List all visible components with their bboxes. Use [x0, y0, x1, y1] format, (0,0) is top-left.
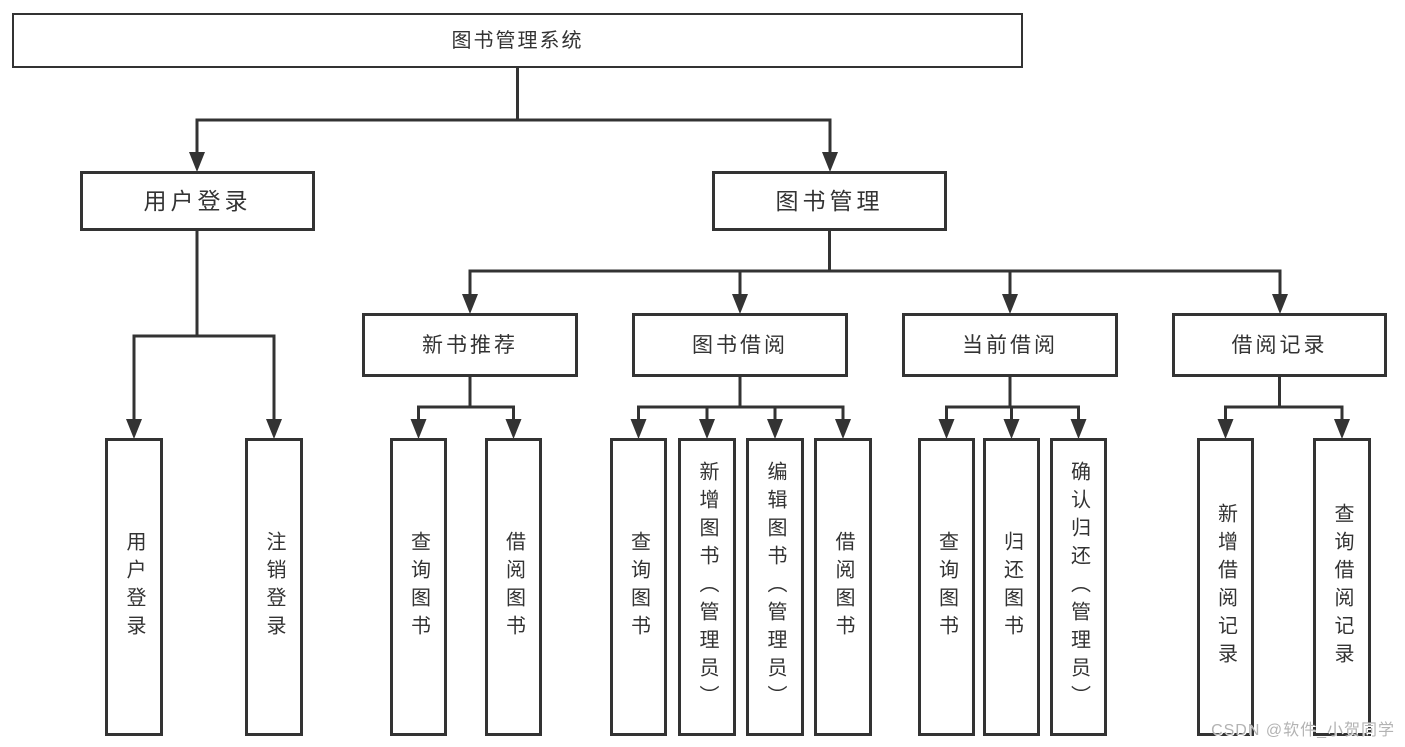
- arrowhead-icon: [505, 419, 522, 439]
- node-book-borrow-label: 图书借阅: [692, 333, 788, 357]
- leaf-current-return-book: 归还图书: [983, 438, 1040, 736]
- leaf-records-add-record-label: 新增借阅记录: [1214, 503, 1237, 671]
- leaf-borrow-borrow-book-label: 借阅图书: [832, 531, 854, 643]
- leaf-borrow-borrow-book: 借阅图书: [814, 438, 872, 736]
- arrowhead-icon: [1002, 294, 1018, 314]
- arrowhead-icon: [822, 152, 838, 172]
- node-new-book-recommend-label: 新书推荐: [422, 333, 518, 357]
- leaf-borrow-add-book-admin-label: 新增图书（管理员）: [696, 461, 718, 713]
- leaf-current-confirm-return-admin: 确认归还（管理员）: [1050, 438, 1107, 736]
- arrowhead-icon: [189, 152, 205, 172]
- node-current-borrow: 当前借阅: [902, 313, 1118, 377]
- arrowhead-icon: [699, 419, 715, 439]
- arrowhead-icon: [410, 419, 427, 439]
- leaf-borrow-query-book-label: 查询图书: [627, 531, 650, 643]
- leaf-newbook-borrow-book: 借阅图书: [485, 438, 542, 736]
- arrowhead-icon: [1217, 419, 1234, 439]
- leaf-records-query-record: 查询借阅记录: [1313, 438, 1371, 736]
- node-book-management-label: 图书管理: [775, 187, 884, 214]
- arrowhead-icon: [1334, 419, 1350, 439]
- arrowhead-icon: [835, 419, 851, 439]
- leaf-current-confirm-return-admin-label: 确认归还（管理员）: [1067, 461, 1090, 713]
- leaf-borrow-edit-book-admin: 编辑图书（管理员）: [746, 438, 804, 736]
- node-book-borrow: 图书借阅: [632, 313, 848, 377]
- arrowhead-icon: [630, 419, 647, 439]
- leaf-borrow-add-book-admin: 新增图书（管理员）: [678, 438, 736, 736]
- leaf-newbook-query-book-label: 查询图书: [407, 531, 430, 643]
- node-borrow-records: 借阅记录: [1172, 313, 1387, 377]
- connector-user-login-to-leaves: [126, 231, 282, 439]
- leaf-current-return-book-label: 归还图书: [1000, 531, 1023, 643]
- arrowhead-icon: [1070, 419, 1087, 439]
- connector-new-book-to-leaves: [410, 377, 522, 439]
- arrowhead-icon: [266, 419, 282, 439]
- leaf-borrow-query-book: 查询图书: [610, 438, 667, 736]
- connector-root-to-level2: [189, 66, 838, 172]
- leaf-records-query-record-label: 查询借阅记录: [1331, 503, 1353, 671]
- leaf-newbook-borrow-book-label: 借阅图书: [502, 531, 525, 643]
- leaf-borrow-edit-book-admin-label: 编辑图书（管理员）: [764, 461, 786, 713]
- leaf-user-login-label: 用户登录: [123, 531, 145, 643]
- leaf-records-add-record: 新增借阅记录: [1197, 438, 1254, 736]
- connector-book-mgmt-to-level3: [462, 231, 1288, 314]
- leaf-logout-login: 注销登录: [245, 438, 303, 736]
- arrowhead-icon: [1003, 419, 1020, 439]
- leaf-current-query-book: 查询图书: [918, 438, 975, 736]
- node-borrow-records-label: 借阅记录: [1231, 333, 1328, 357]
- node-root-label: 图书管理系统: [451, 29, 584, 52]
- leaf-user-login: 用户登录: [105, 438, 163, 736]
- leaf-current-query-book-label: 查询图书: [935, 531, 958, 643]
- node-current-borrow-label: 当前借阅: [962, 333, 1058, 357]
- watermark-text: CSDN @软件_小贺同学: [1211, 722, 1395, 739]
- arrowhead-icon: [732, 294, 748, 314]
- arrowhead-icon: [462, 294, 478, 314]
- node-book-management: 图书管理: [712, 171, 947, 231]
- connector-records-to-leaves: [1217, 377, 1350, 439]
- arrowhead-icon: [1272, 294, 1288, 314]
- arrowhead-icon: [767, 419, 783, 439]
- node-root: 图书管理系统: [12, 13, 1023, 68]
- arrowhead-icon: [126, 419, 142, 439]
- connector-current-borrow-to-leaves: [938, 377, 1087, 439]
- leaf-newbook-query-book: 查询图书: [390, 438, 447, 736]
- leaf-logout-login-label: 注销登录: [263, 531, 285, 643]
- connector-book-borrow-to-leaves: [630, 377, 851, 439]
- node-user-login: 用户登录: [80, 171, 315, 231]
- node-new-book-recommend: 新书推荐: [362, 313, 578, 377]
- arrowhead-icon: [938, 419, 955, 439]
- node-user-login-label: 用户登录: [143, 187, 252, 214]
